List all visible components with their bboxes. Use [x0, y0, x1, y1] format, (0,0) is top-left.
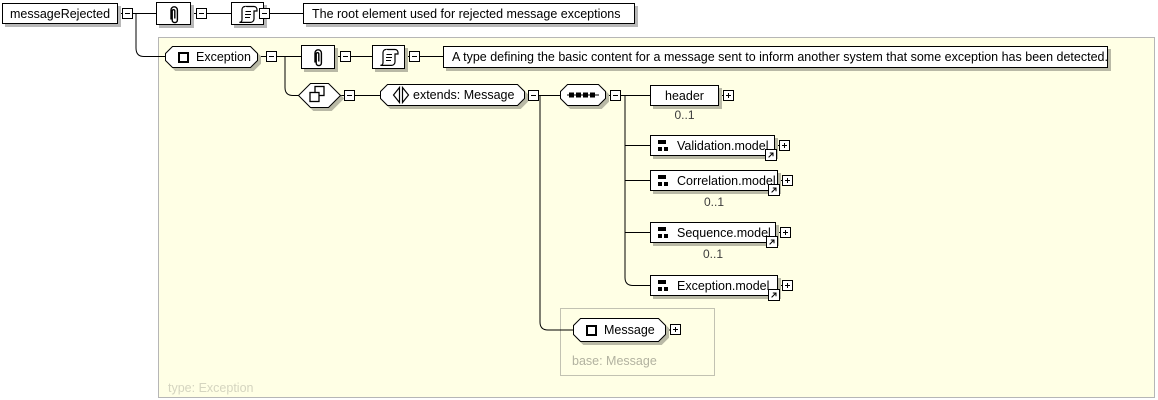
base-message-subpanel — [560, 308, 715, 376]
element-header[interactable]: header — [650, 85, 719, 106]
sequence-compositor[interactable] — [560, 84, 606, 106]
base-message-box[interactable]: Message — [573, 318, 666, 342]
link-arrow-icon[interactable] — [765, 149, 777, 161]
complex-type-box[interactable]: Exception — [165, 46, 258, 68]
complex-type-name: Exception — [196, 50, 251, 64]
model-group-icon — [658, 226, 669, 239]
triangles-icon — [392, 85, 410, 105]
type-annotation-box[interactable]: A type defining the basic content for a … — [443, 46, 1108, 68]
paperclip-icon — [169, 5, 178, 23]
element-name: header — [665, 88, 704, 103]
documentation-box[interactable] — [372, 45, 405, 69]
derivation-label: extends: Message — [413, 88, 515, 102]
root-annotation-box[interactable]: The root element used for rejected messa… — [303, 3, 635, 24]
element-correlation-model[interactable]: Correlation.model — [650, 170, 780, 196]
element-sequence-model[interactable]: Sequence.model — [650, 222, 778, 248]
cardinality-label: 0..1 — [702, 247, 723, 261]
model-group-icon — [658, 279, 669, 292]
link-arrow-icon[interactable] — [768, 184, 780, 196]
base-label: base: Message — [572, 354, 657, 368]
element-name: Sequence.model — [677, 225, 771, 240]
element-square-icon — [586, 324, 597, 336]
overlapping-squares-icon — [309, 85, 325, 103]
sequence-dots-icon — [567, 92, 599, 98]
derivation-hexagon[interactable] — [297, 83, 342, 108]
element-name: Correlation.model — [677, 173, 776, 188]
cardinality-label: 0..1 — [703, 195, 724, 209]
expand-toggle[interactable] — [670, 324, 681, 335]
scroll-icon — [238, 5, 258, 23]
appinfo-box[interactable] — [156, 2, 191, 25]
expand-toggle[interactable] — [780, 227, 791, 238]
extends-message-box[interactable]: extends: Message — [413, 84, 525, 106]
collapse-toggle[interactable] — [610, 90, 621, 101]
documentation-box[interactable] — [231, 2, 264, 25]
collapse-toggle[interactable] — [409, 51, 420, 62]
expand-toggle[interactable] — [782, 280, 793, 291]
expand-toggle[interactable] — [723, 90, 734, 101]
root-element-name: messageRejected — [9, 6, 111, 21]
base-message-shape[interactable] — [573, 318, 666, 342]
extension-shape[interactable] — [380, 84, 525, 106]
collapse-toggle[interactable] — [122, 8, 133, 19]
link-arrow-icon[interactable] — [768, 289, 780, 301]
element-square-icon — [178, 51, 189, 63]
model-group-icon — [658, 174, 669, 187]
appinfo-box[interactable] — [301, 45, 335, 69]
model-group-icon — [658, 139, 669, 152]
element-exception-model[interactable]: Exception.model — [650, 275, 780, 301]
paperclip-icon — [314, 49, 323, 67]
root-element-box[interactable]: messageRejected — [2, 3, 118, 24]
element-name: Validation.model — [677, 138, 769, 153]
link-arrow-icon[interactable] — [766, 236, 778, 248]
collapse-toggle[interactable] — [266, 51, 277, 62]
collapse-toggle[interactable] — [259, 8, 270, 19]
base-element-name: Message — [604, 323, 655, 337]
collapse-toggle[interactable] — [340, 51, 351, 62]
collapse-toggle[interactable] — [528, 90, 539, 101]
element-name: Exception.model — [677, 278, 770, 293]
cardinality-label: 0..1 — [674, 108, 695, 122]
expand-toggle[interactable] — [779, 140, 790, 151]
type-label: type: Exception — [168, 381, 254, 395]
expand-toggle[interactable] — [782, 175, 793, 186]
collapse-toggle[interactable] — [196, 8, 207, 19]
root-annotation-text: The root element used for rejected messa… — [312, 6, 621, 21]
element-validation-model[interactable]: Validation.model — [650, 135, 777, 161]
scroll-icon — [379, 48, 399, 66]
collapse-toggle[interactable] — [344, 90, 355, 101]
type-annotation-text: A type defining the basic content for a … — [452, 50, 1108, 64]
